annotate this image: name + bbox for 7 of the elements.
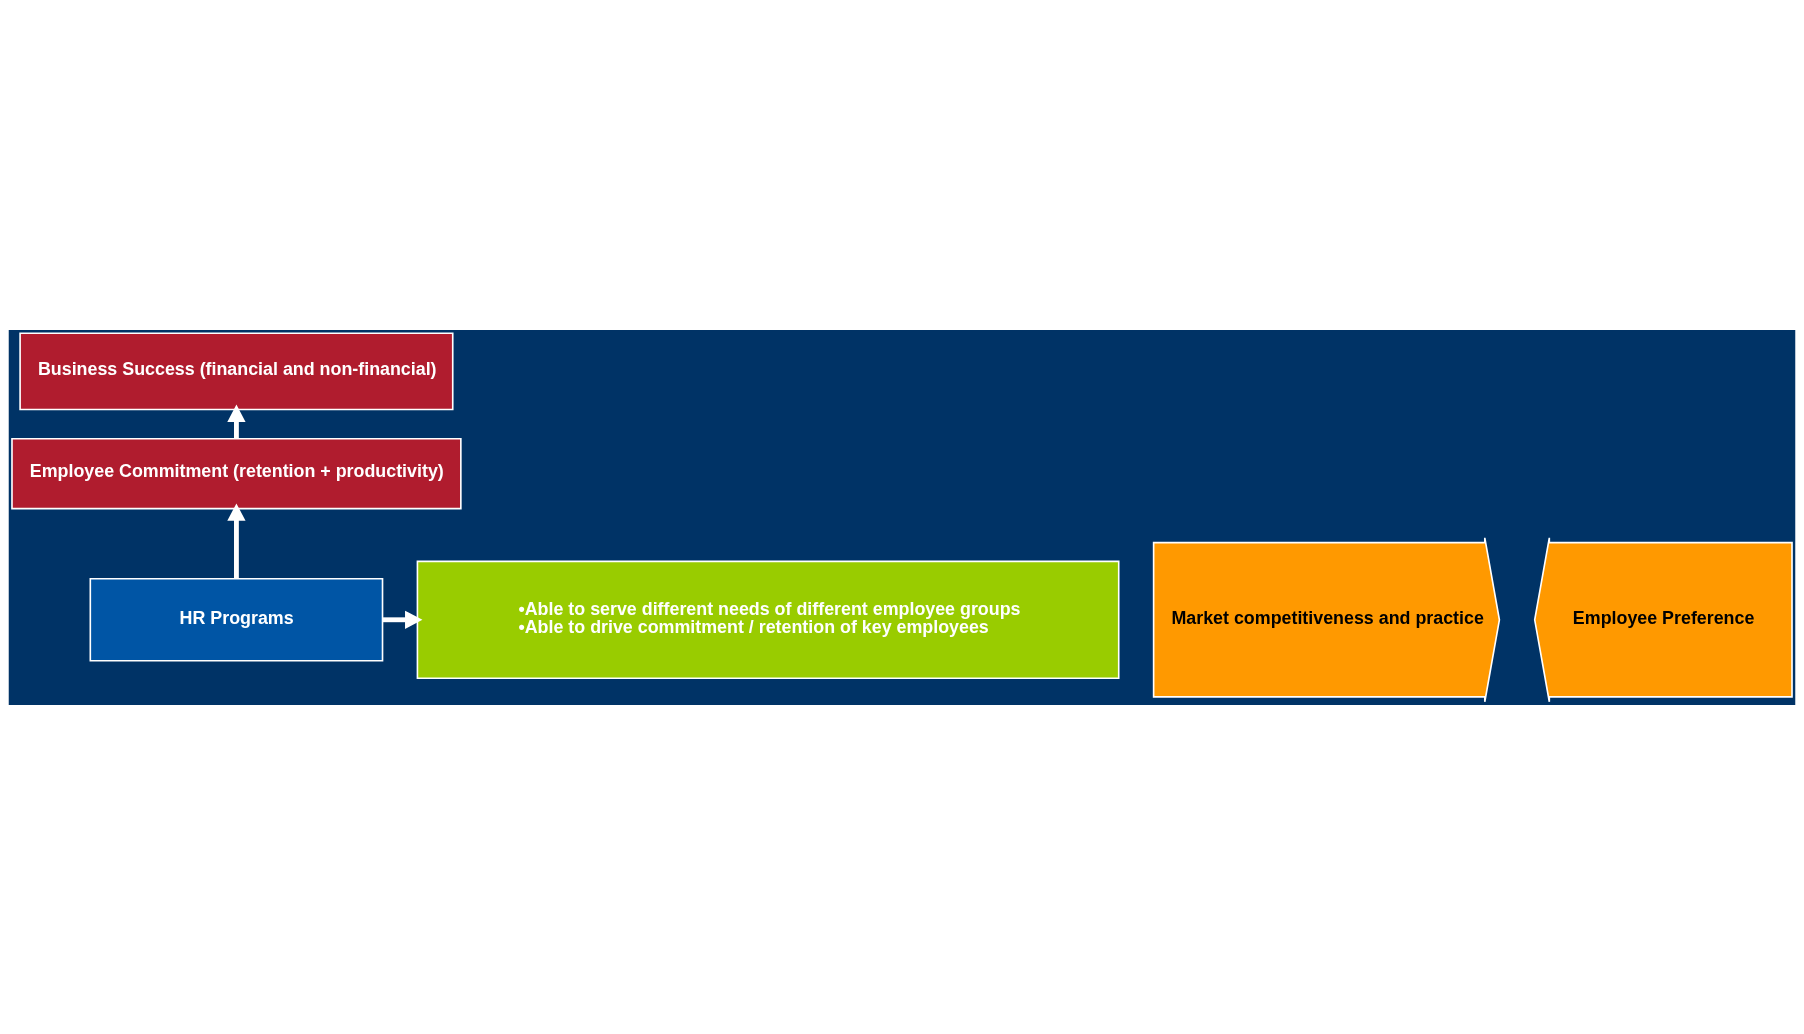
node-box: •Able to serve different needs of different employee groups •Able to drive commitment / retention of key employees xyxy=(416,560,1120,679)
arrow xyxy=(382,610,423,629)
arrow xyxy=(227,404,246,438)
arrow xyxy=(227,502,246,579)
node-box: Business Success (financial and non-financial) xyxy=(19,331,454,410)
node-box: Employee Commitment (retention + productivity) xyxy=(11,437,462,509)
node-box: HR Programs xyxy=(89,577,384,662)
